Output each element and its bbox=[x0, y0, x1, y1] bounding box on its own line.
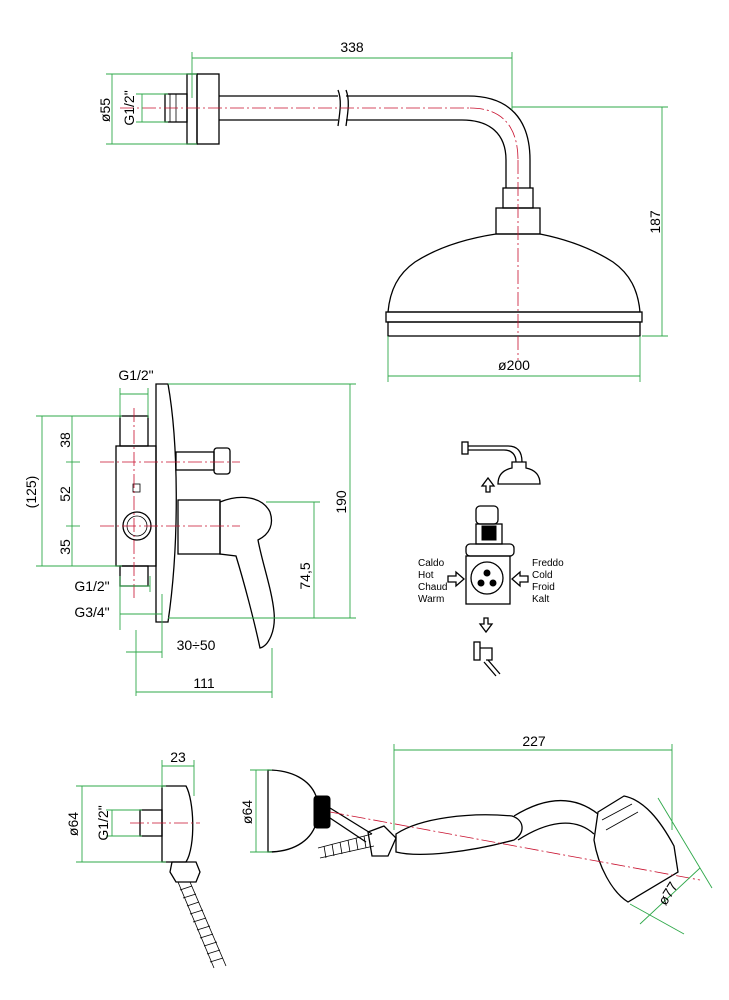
cold-label-en: Cold bbox=[532, 570, 553, 581]
dim-head-diameter: ø200 bbox=[498, 357, 530, 373]
schema-valve-body bbox=[465, 555, 511, 605]
hot-label-en: Hot bbox=[418, 570, 434, 581]
shower-arm-view: 338 ø55 G1/2" 187 ø200 bbox=[97, 39, 668, 382]
holder-body bbox=[267, 769, 317, 853]
wall-outlet-view: 23 ø64 G1/2" bbox=[65, 749, 227, 969]
schema-shower-head bbox=[497, 461, 541, 485]
dim-embed-depth: 30÷50 bbox=[177, 637, 216, 653]
outlet-flange bbox=[161, 785, 194, 863]
dim-mixer-outlet-thread: G1/2" bbox=[74, 578, 109, 594]
cold-label-it: Freddo bbox=[532, 558, 564, 569]
hot-label-it: Caldo bbox=[418, 558, 445, 569]
handshower-hose-nut bbox=[367, 825, 397, 857]
schema-cold-arrow bbox=[511, 570, 529, 588]
schema-diverter-core bbox=[481, 525, 497, 541]
diverter-knob bbox=[213, 447, 231, 475]
flow-schema: Caldo Hot Chaud Warm Freddo Cold Froid K… bbox=[418, 441, 564, 677]
mixer-wall-plate bbox=[155, 383, 177, 623]
holder-ring bbox=[313, 795, 331, 829]
shower-head-rim bbox=[385, 311, 643, 323]
hot-label-de: Warm bbox=[418, 594, 444, 605]
dim-outlet-diameter: ø64 bbox=[65, 812, 81, 836]
shower-head-dome bbox=[387, 233, 641, 313]
dim-total-depth: 111 bbox=[193, 675, 214, 691]
dim-arm-length: 338 bbox=[340, 39, 364, 55]
dim-spacing-bottom: 35 bbox=[57, 539, 73, 555]
dim-arm-thread: G1/2" bbox=[121, 90, 137, 125]
mixer-view: G1/2" (125) 38 52 35 190 74,5 G1/2" G3/4… bbox=[23, 367, 356, 698]
cold-label-fr: Froid bbox=[532, 582, 555, 593]
dim-handshower-length: 227 bbox=[522, 733, 546, 749]
handshower-head bbox=[593, 795, 679, 903]
dim-outlet-thread: G1/2" bbox=[95, 805, 111, 840]
dim-spacing-mid: 52 bbox=[57, 486, 73, 502]
wall-flange-body bbox=[196, 73, 220, 145]
dim-mixer-inlet-thread: G3/4" bbox=[74, 604, 109, 620]
schema-valve-neck bbox=[465, 543, 515, 557]
schema-valve-ports bbox=[470, 561, 504, 595]
dim-mixer-offset: (125) bbox=[23, 476, 39, 509]
handshower-view: 227 ø64 ø77 bbox=[239, 733, 713, 935]
mixer-cartridge bbox=[177, 499, 221, 555]
schema-arm-flange bbox=[461, 441, 469, 455]
handshower-handle bbox=[395, 814, 523, 856]
dim-flange-diameter: ø55 bbox=[97, 98, 113, 122]
schema-hot-arrow bbox=[447, 570, 465, 588]
shower-head-face bbox=[387, 321, 641, 337]
dim-mixer-top-thread: G1/2" bbox=[118, 367, 153, 383]
outlet-hose-nut bbox=[169, 861, 201, 883]
mixer-lever bbox=[219, 496, 275, 649]
dim-head-height: 187 bbox=[647, 210, 663, 234]
schema-outlet bbox=[473, 641, 481, 661]
dim-outlet-depth: 23 bbox=[170, 749, 186, 765]
dim-spacing-top: 38 bbox=[57, 432, 73, 448]
dim-holder-diameter: ø64 bbox=[239, 800, 255, 824]
schema-diverter bbox=[475, 505, 499, 525]
cold-label-de: Kalt bbox=[532, 594, 549, 605]
dim-lever-height: 74,5 bbox=[297, 562, 313, 589]
dim-mixer-height: 190 bbox=[333, 490, 349, 514]
diverter-stem bbox=[175, 451, 215, 471]
mixer-body bbox=[115, 445, 157, 567]
hot-label-fr: Chaud bbox=[418, 582, 447, 593]
